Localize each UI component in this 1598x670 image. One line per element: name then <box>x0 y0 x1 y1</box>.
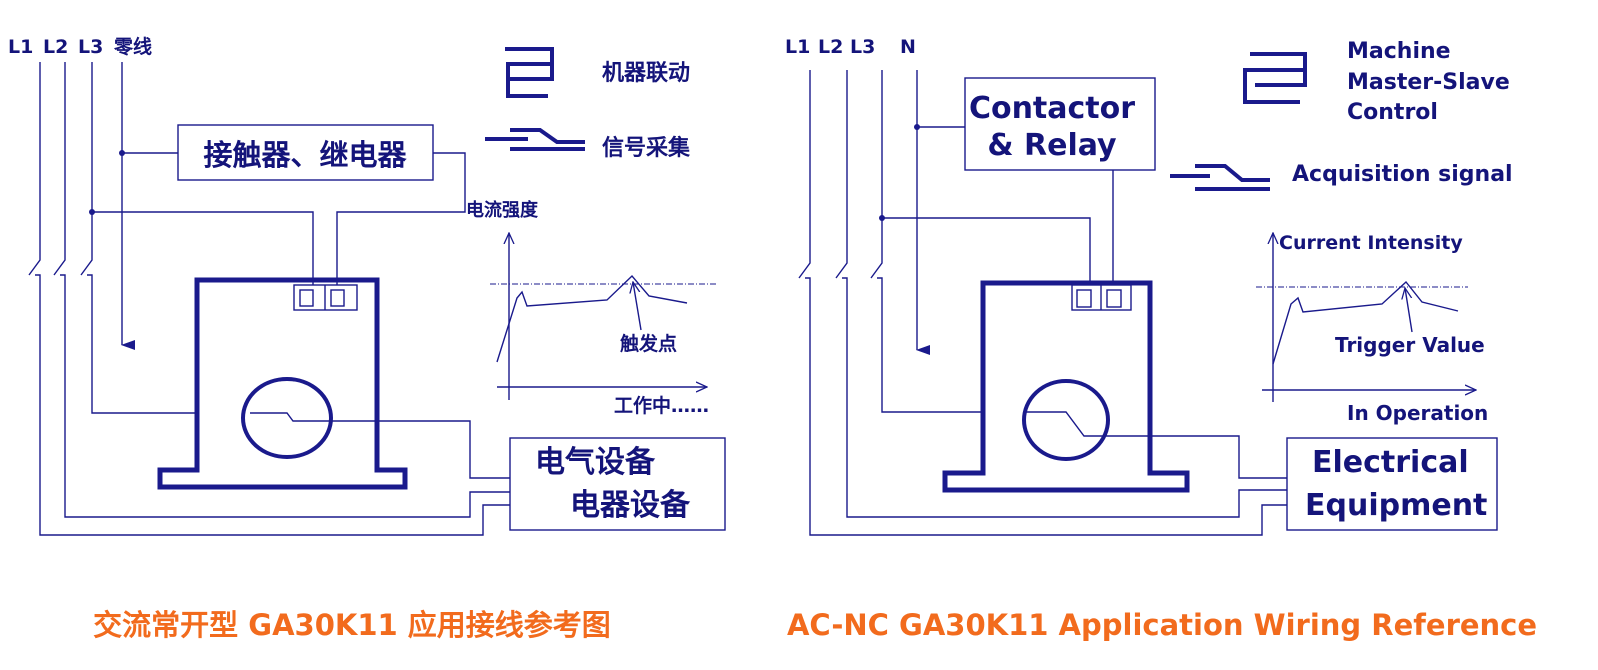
wire-l2 <box>835 70 1287 518</box>
load-wire <box>250 412 510 479</box>
chart-xlabel: 工作中…… <box>614 394 709 417</box>
relay-box-label-1: Contactor <box>969 91 1135 126</box>
relay-box <box>177 124 434 181</box>
control-wires <box>882 126 1114 285</box>
chart-ylabel: 电流强度 <box>466 199 539 221</box>
wire-l1 <box>798 70 1287 536</box>
equipment-label-1: 电气设备 <box>535 445 656 480</box>
sensor-body <box>157 277 408 490</box>
legend-signal-label: 信号采集 <box>602 135 691 161</box>
chart-trigger-label: 触发点 <box>620 332 677 355</box>
linkage-symbol-icon <box>505 47 554 98</box>
chart-ylabel: Current Intensity <box>1279 232 1463 254</box>
wire-l3 <box>870 70 982 413</box>
wire-l1 <box>28 62 510 536</box>
current-curve <box>1272 280 1459 365</box>
phase-label-l2: L2 <box>43 36 68 58</box>
equipment-label-2: Equipment <box>1305 488 1487 523</box>
current-curve <box>496 274 688 363</box>
sensor-aperture <box>241 377 333 459</box>
phase-label-l3: L3 <box>78 36 103 58</box>
left-title: 交流常开型 GA30K11 应用接线参考图 <box>93 608 611 642</box>
linkage-symbol-icon <box>1243 52 1307 104</box>
relay-box-label-2: & Relay <box>987 128 1117 163</box>
load-wire <box>1026 411 1287 479</box>
terminal <box>1076 289 1092 308</box>
chart-trigger-label: Trigger Value <box>1335 333 1485 357</box>
equipment-label-1: Electrical <box>1312 445 1469 480</box>
trigger-pointer <box>633 282 642 331</box>
control-wires <box>92 152 466 285</box>
terminal <box>1106 289 1122 308</box>
legend-linkage-label-2: Master-Slave <box>1347 70 1510 95</box>
right-title: AC-NC GA30K11 Application Wiring Referen… <box>787 608 1537 642</box>
sensor-aperture <box>1022 379 1110 461</box>
sensor-body <box>942 280 1190 493</box>
phase-label-l2: L2 <box>818 36 843 58</box>
phase-label-l3: L3 <box>850 36 875 58</box>
terminal <box>299 289 314 307</box>
left-diagram: L1 L2 L3 零线 接触器、继电器 电气设备 电器设备 机器联动 信号采集 … <box>8 35 726 642</box>
legend-linkage-label-3: Control <box>1347 100 1438 125</box>
phase-label-neutral: 零线 <box>113 35 152 58</box>
phase-label-l1: L1 <box>785 36 810 58</box>
relay-box <box>964 77 1156 171</box>
wire-l2 <box>53 62 510 518</box>
phase-label-neutral: N <box>900 36 916 58</box>
equipment-label-2: 电器设备 <box>570 488 691 523</box>
wire-l3 <box>80 62 197 414</box>
terminal <box>330 289 345 307</box>
equipment-box <box>1286 437 1498 531</box>
relay-box-label: 接触器、继电器 <box>203 138 407 172</box>
signal-symbol-icon <box>485 128 585 151</box>
equipment-box <box>509 437 726 531</box>
legend-linkage-label: 机器联动 <box>602 61 690 86</box>
legend-linkage-label-1: Machine <box>1347 39 1451 64</box>
phase-label-l1: L1 <box>8 36 33 58</box>
legend-signal-label: Acquisition signal <box>1292 162 1513 187</box>
right-diagram: L1 L2 L3 N Contactor & Relay Electrical … <box>785 36 1537 642</box>
chart-xlabel: In Operation <box>1347 401 1488 425</box>
trigger-pointer <box>1405 288 1413 333</box>
signal-symbol-icon <box>1170 164 1270 191</box>
